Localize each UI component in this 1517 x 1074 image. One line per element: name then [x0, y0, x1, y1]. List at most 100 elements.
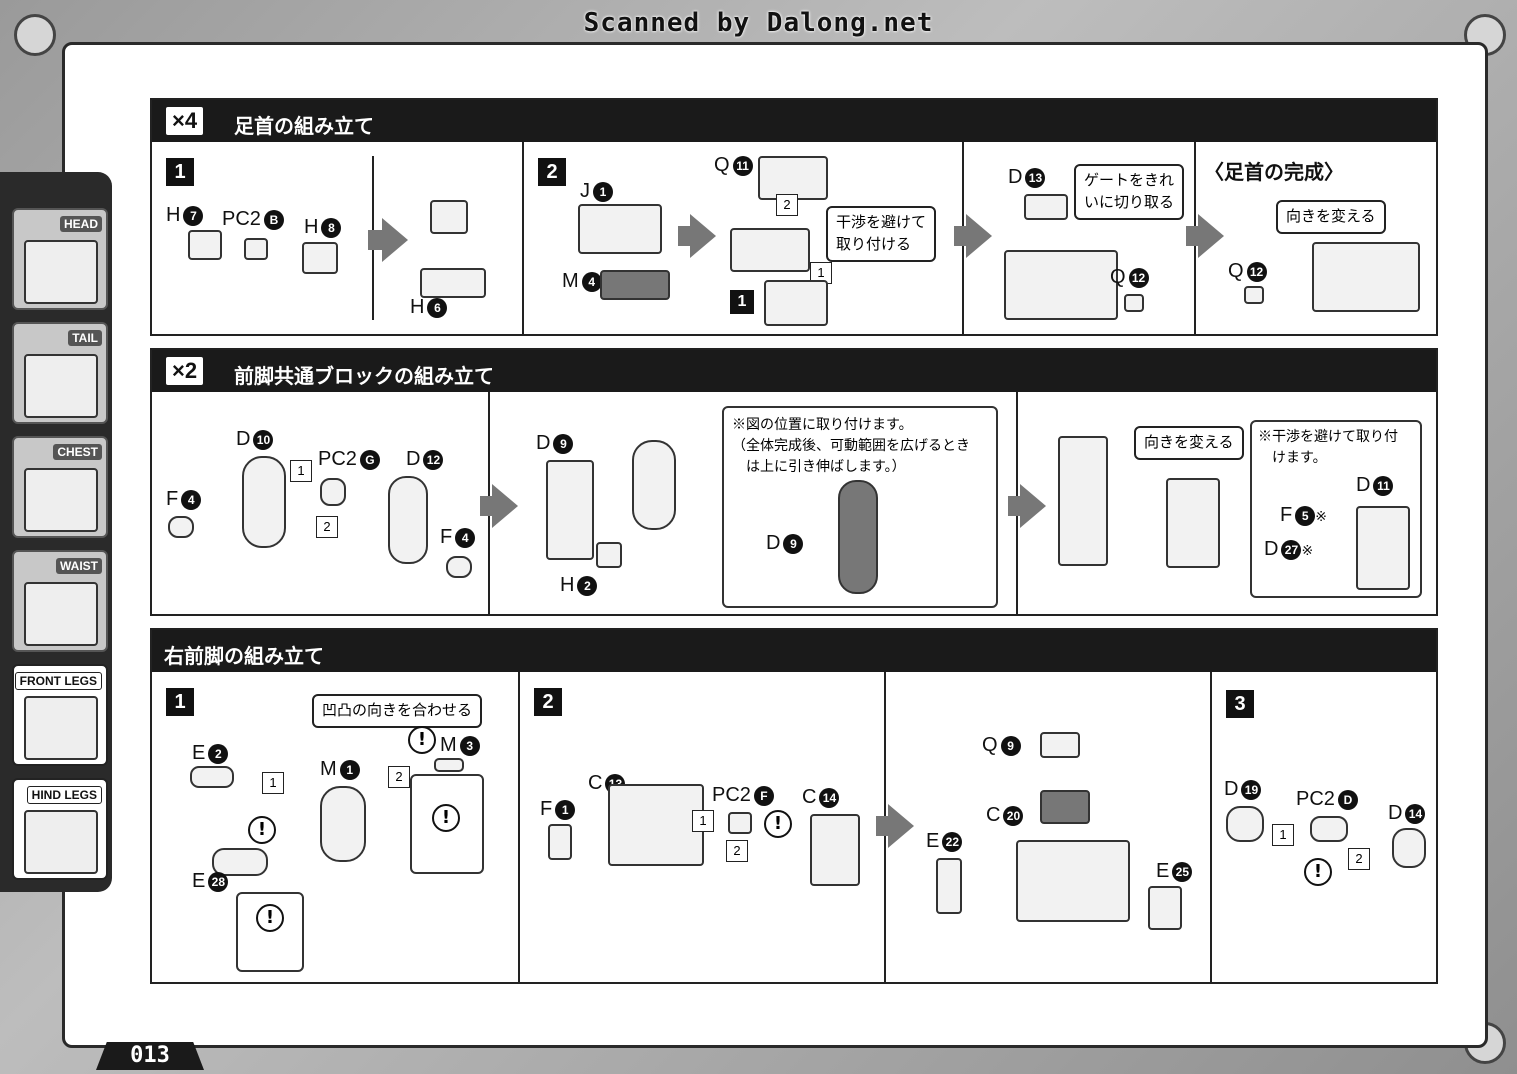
front-legs-thumbnail-icon: [24, 696, 98, 760]
hind-legs-thumbnail-icon: [24, 810, 98, 874]
callout-avoid-interference: 干渉を避けて 取り付ける: [826, 206, 937, 262]
part-d19-drawing: [1226, 806, 1264, 842]
chest-thumbnail-icon: [24, 468, 98, 532]
part-pc2f-drawing: [728, 812, 752, 834]
next-arrow-icon: [1198, 214, 1224, 258]
tab-label: FRONT LEGS: [14, 672, 102, 690]
sidebar-tab-waist[interactable]: WAIST: [12, 550, 108, 652]
order-marker: 2: [776, 194, 798, 216]
next-arrow: [876, 816, 890, 836]
next-arrow-icon: [382, 218, 408, 262]
caution-icon: !: [764, 810, 792, 838]
part-j1-drawing: [578, 204, 662, 254]
sidebar-tab-chest[interactable]: CHEST: [12, 436, 108, 538]
step-number: 2: [538, 158, 566, 186]
order-marker: 2: [726, 840, 748, 862]
section-title: 右前脚の組み立て: [164, 646, 324, 668]
sidebar-tab-head[interactable]: HEAD: [12, 208, 108, 310]
next-arrow: [1008, 496, 1022, 516]
part-base-drawing: [764, 280, 828, 326]
step-number: 3: [1226, 690, 1254, 718]
section-header: ×4 足首の組み立て: [152, 100, 1436, 142]
part-h8-drawing: [302, 242, 338, 274]
part-block-assembly-drawing: [1058, 436, 1108, 566]
next-arrow: [480, 496, 494, 516]
part-q12-drawing: [1244, 286, 1264, 304]
tab-label: HIND LEGS: [26, 786, 102, 804]
part-ankle-complete-drawing: [1312, 242, 1420, 312]
section-header: ×2 前脚共通ブロックの組み立て: [152, 350, 1436, 392]
next-arrow-icon: [690, 214, 716, 258]
detail-box: !: [410, 774, 484, 874]
scan-credit: Scanned by Dalong.net: [583, 8, 934, 38]
completion-title: 〈足首の完成〉: [1204, 162, 1344, 184]
part-e25-drawing: [1148, 886, 1182, 930]
callout-change-direction: 向きを変える: [1276, 200, 1386, 234]
tab-label: HEAD: [59, 216, 102, 232]
tab-label: CHEST: [53, 444, 102, 460]
caution-icon: !: [248, 816, 276, 844]
part-pc2g-drawing: [320, 478, 346, 506]
part-m4-drawing: [600, 270, 670, 300]
section-header: 右前脚の組み立て: [152, 630, 1436, 672]
next-arrow-icon: [1020, 484, 1046, 528]
part-j-m-assembly-drawing: [730, 228, 810, 272]
part-e28-drawing: [212, 848, 268, 876]
section-title: 前脚共通ブロックの組み立て: [234, 366, 494, 388]
sidebar-tab-tail[interactable]: TAIL: [12, 322, 108, 424]
part-d9-detail-drawing: [838, 480, 878, 594]
part-d9-drawing: [546, 460, 594, 560]
part-h6-drawing: [420, 268, 486, 298]
part-d12-drawing: [388, 476, 428, 564]
part-assembly-drawing: [430, 200, 468, 234]
order-marker: 1: [290, 460, 312, 482]
sidebar-tab-hind-legs[interactable]: HIND LEGS: [12, 778, 108, 880]
part-q9-drawing: [1040, 732, 1080, 758]
order-marker: 2: [1348, 848, 1370, 870]
next-arrow: [368, 230, 382, 250]
detail-note: ※図の位置に取り付けます。 （全体完成後、可動範囲を広げるとき は上に引き伸ばし…: [732, 416, 970, 474]
part-ankle-assembly-drawing: [1004, 250, 1118, 320]
multiplier-badge: ×4: [166, 107, 204, 135]
part-leg-assembly-drawing: [1016, 840, 1130, 922]
corner-bolt-icon: [14, 14, 56, 56]
part-f1-drawing: [548, 824, 572, 860]
part-pc2d-drawing: [1310, 816, 1348, 842]
callout-change-direction: 向きを変える: [1134, 426, 1244, 460]
caution-icon: !: [256, 904, 284, 932]
part-f4b-drawing: [446, 556, 472, 578]
part-block-rotated-drawing: [1166, 478, 1220, 568]
section-title: 足首の組み立て: [234, 116, 374, 138]
order-marker: 2: [316, 516, 338, 538]
sidebar-tab-front-legs[interactable]: FRONT LEGS: [12, 664, 108, 766]
part-c13-drawing: [608, 784, 704, 866]
part-m1-drawing: [320, 786, 366, 862]
